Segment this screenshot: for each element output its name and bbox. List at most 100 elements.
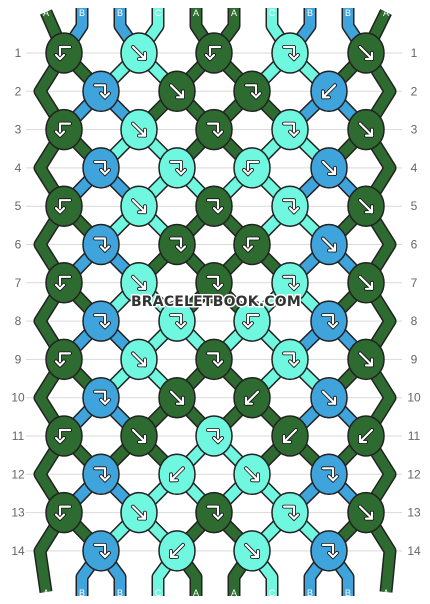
arrow-stroke — [288, 207, 300, 214]
knot — [195, 415, 233, 457]
row-label-left: 5 — [15, 199, 22, 213]
knot — [45, 185, 83, 227]
arrow-stroke — [358, 428, 374, 444]
row-label-right: 8 — [411, 314, 418, 328]
knot — [347, 491, 385, 534]
row-label-right: 12 — [407, 467, 421, 481]
knot — [82, 223, 120, 266]
column-letter-top: A — [193, 8, 199, 18]
arrow-stroke — [99, 551, 111, 559]
column-letter-bottom: A — [43, 588, 49, 598]
arrow-stroke — [244, 543, 260, 559]
row-label-left: 9 — [15, 352, 22, 366]
knot — [347, 338, 385, 381]
row-label-right: 10 — [407, 391, 421, 405]
knot — [347, 108, 385, 151]
knot-body — [45, 32, 83, 74]
arrow-stroke — [358, 45, 374, 61]
row-label-left: 10 — [11, 391, 25, 405]
arrow-stroke — [212, 207, 224, 214]
arrow-stroke — [169, 84, 185, 99]
knot — [271, 491, 309, 534]
knot-body — [195, 32, 233, 74]
row-label-left: 1 — [15, 46, 22, 60]
knot-body — [233, 300, 271, 342]
knot — [310, 376, 348, 419]
knot — [120, 108, 158, 151]
knot — [120, 491, 158, 534]
arrow-stroke — [206, 275, 220, 290]
arrow-stroke — [58, 505, 72, 520]
arrow-stroke — [321, 237, 337, 252]
arrow-stroke — [58, 352, 72, 367]
arrow-stroke — [288, 513, 300, 521]
knot — [120, 338, 158, 381]
arrow-stroke — [282, 45, 296, 61]
knot-body — [271, 185, 309, 227]
arrow-stroke — [93, 237, 107, 252]
arrow-stroke — [212, 130, 224, 138]
arrow-stroke — [58, 45, 72, 61]
knot — [158, 530, 196, 572]
arrow-stroke — [282, 505, 296, 520]
row-label-left: 2 — [15, 84, 22, 98]
row-label-right: 11 — [408, 429, 421, 443]
arrow-stroke — [250, 92, 262, 99]
knot-body — [45, 185, 83, 227]
knot — [45, 415, 83, 457]
knot — [195, 338, 233, 381]
knot-body — [195, 491, 233, 534]
arrow-stroke — [244, 84, 258, 99]
row-label-left: 11 — [12, 429, 25, 443]
arrow-stroke — [246, 237, 260, 252]
column-letter-bottom: B — [307, 588, 313, 598]
arrow-stroke — [358, 352, 374, 367]
row-label-right: 9 — [411, 352, 418, 366]
arrow-stroke — [246, 314, 260, 329]
knot-body — [45, 338, 83, 381]
arrow-stroke — [131, 275, 147, 290]
arrow-stroke — [288, 283, 300, 291]
arrow-stroke — [99, 322, 111, 329]
arrow-stroke — [288, 53, 300, 61]
knot — [233, 376, 271, 419]
knot — [233, 530, 271, 572]
column-letter-top: B — [307, 8, 313, 18]
knot-body — [45, 262, 83, 304]
knot-grid — [45, 32, 385, 572]
arrow-stroke — [282, 275, 296, 290]
arrow-stroke — [131, 505, 147, 520]
arrow-stroke — [321, 84, 337, 99]
column-letter-bottom: C — [155, 588, 162, 598]
arrow-stroke — [58, 199, 72, 214]
knot — [271, 108, 309, 151]
row-label-right: 14 — [407, 544, 421, 558]
arrow-stroke — [208, 45, 222, 61]
knot — [195, 32, 233, 74]
arrow-stroke — [175, 322, 187, 329]
column-letter-top: A — [43, 8, 49, 18]
knot — [45, 108, 83, 151]
row-label-right: 1 — [411, 46, 418, 60]
knot — [45, 338, 83, 381]
knot-body — [158, 300, 196, 342]
row-label-left: 3 — [15, 123, 22, 137]
knot — [158, 376, 196, 419]
knot — [347, 262, 385, 304]
knot — [271, 338, 309, 381]
arrow-stroke — [242, 245, 254, 253]
knot-body — [82, 300, 120, 342]
knot — [45, 491, 83, 534]
arrow-stroke — [212, 360, 224, 367]
arrow-stroke — [169, 237, 183, 252]
arrow-stroke — [321, 390, 337, 405]
knot — [271, 415, 309, 457]
knot-body — [82, 376, 120, 419]
arrow-stroke — [212, 436, 224, 444]
knot-body — [45, 108, 83, 151]
arrow-stroke — [212, 513, 224, 521]
knot-body — [82, 70, 120, 113]
arrow-stroke — [175, 168, 187, 176]
arrow-stroke — [321, 543, 335, 558]
